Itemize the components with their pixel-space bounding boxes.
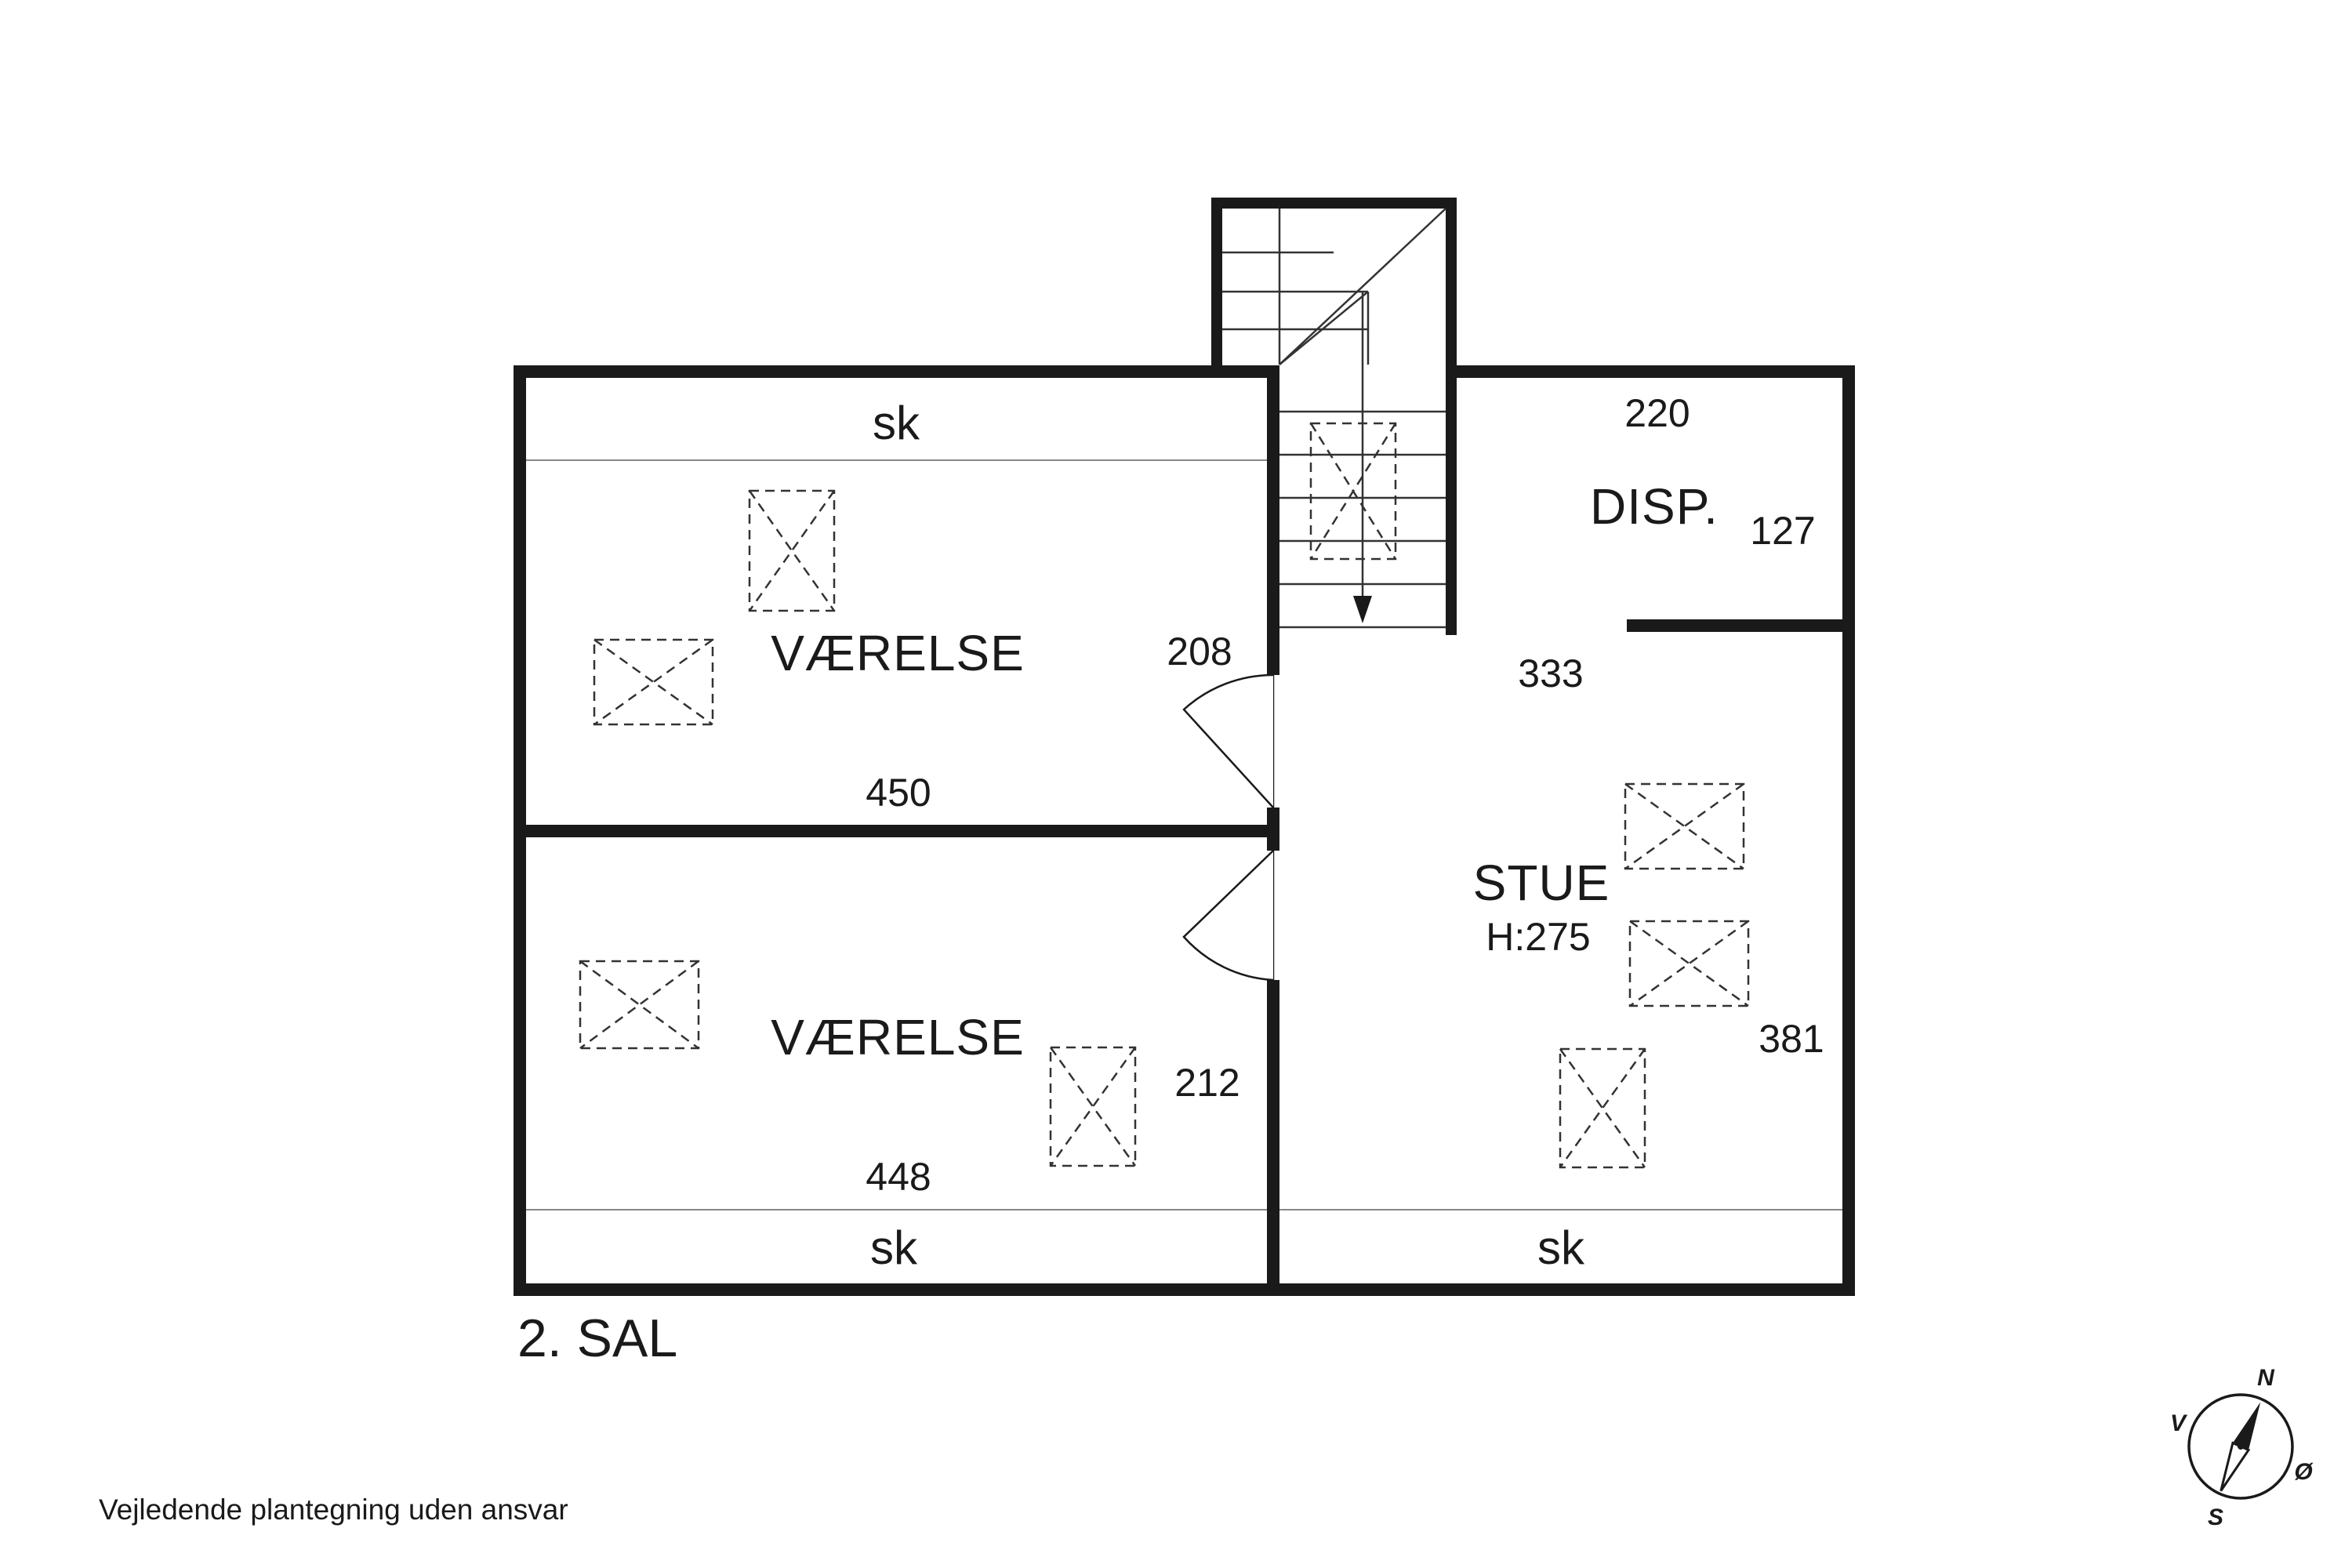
sk-label-lower-left: sk: [870, 1221, 918, 1274]
floor-label: 2. SAL: [517, 1308, 677, 1368]
room-name-disp: DISP.: [1590, 478, 1719, 535]
dim-vaerelse-lower-bottom: 448: [866, 1155, 931, 1199]
disclaimer: Vejledende plantegning uden ansvar: [99, 1494, 568, 1526]
room-name-vaerelse-lower: VÆRELSE: [771, 1009, 1025, 1065]
staircase: [1211, 198, 1457, 635]
skylight-icon: [1049, 1046, 1137, 1167]
walls: [514, 365, 1855, 1296]
skylight-icon: [1559, 1047, 1646, 1169]
compass: N Ø S V: [2170, 1365, 2314, 1530]
compass-ring: [2187, 1393, 2294, 1500]
skylight-icon: [1628, 920, 1750, 1007]
sloped-ceiling-lines: [526, 459, 1842, 1210]
compass-south: S: [2208, 1504, 2223, 1530]
dim-vaerelse-lower-side: 212: [1174, 1061, 1240, 1105]
skylights: [579, 422, 1750, 1169]
skylight-icon: [593, 638, 714, 726]
compass-needle-icon: [2220, 1402, 2261, 1492]
skylight-icon: [1624, 782, 1745, 870]
room-name-stue: STUE: [1473, 855, 1610, 911]
stair-direction-arrow-icon: [1353, 596, 1372, 623]
room-height-stue: H:275: [1486, 915, 1590, 959]
skylight-icon: [579, 960, 700, 1050]
compass-north: N: [2257, 1365, 2275, 1391]
dim-stue-side: 381: [1759, 1017, 1824, 1061]
door-upper-room: [1182, 673, 1275, 808]
labels: sk VÆRELSE 208 450 VÆRELSE 212 448 sk sk…: [99, 391, 1824, 1526]
dim-disp-top: 220: [1624, 391, 1690, 435]
sk-label-lower-right: sk: [1537, 1221, 1585, 1274]
skylight-icon: [1309, 422, 1397, 561]
compass-west: V: [2170, 1410, 2188, 1436]
sk-label-upper: sk: [873, 397, 920, 449]
room-name-vaerelse-upper: VÆRELSE: [771, 625, 1025, 681]
dim-vaerelse-upper-side: 208: [1167, 630, 1232, 673]
dim-stue-top: 333: [1518, 652, 1583, 695]
skylight-icon: [748, 489, 836, 612]
dim-vaerelse-upper-bottom: 450: [866, 771, 931, 815]
dim-disp-side: 127: [1750, 509, 1815, 553]
compass-east: Ø: [2294, 1459, 2314, 1485]
door-lower-room: [1182, 850, 1275, 982]
